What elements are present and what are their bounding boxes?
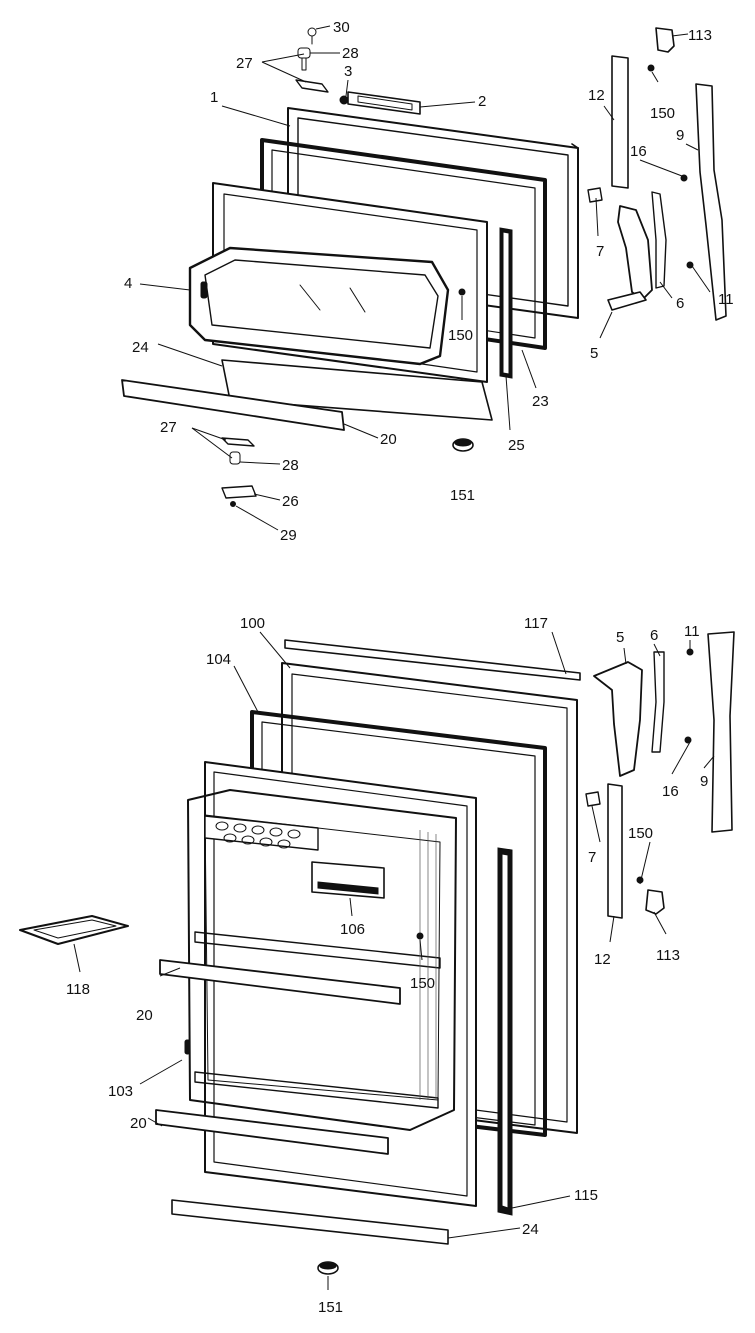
callouts-upper: 30 28 27 3 113 1 2 12 150 16 9 7 4 150 1… [124,19,734,544]
callout-label: 150 [448,327,473,344]
callout-label: 6 [650,627,658,644]
callout-label: 150 [628,825,653,842]
clip-lower [585,791,601,807]
handle-clip [587,187,603,203]
removable-tray [19,915,129,945]
callout-label: 16 [662,783,679,800]
handle-assembly [607,191,667,311]
hinge-pin-top [297,47,311,71]
callout-label: 26 [282,493,299,510]
door-foot [452,438,474,452]
callout-label: 4 [124,275,132,292]
callout-label: 12 [588,87,605,104]
callout-label: 2 [478,93,486,110]
callout-label: 16 [630,143,647,160]
handle-side-lower [651,651,665,753]
callout-label: 115 [574,1187,598,1204]
callout-label: 11 [684,623,700,640]
callout-label: 9 [700,773,708,790]
callout-label: 151 [318,1299,343,1316]
callout-label: 106 [340,921,365,938]
callout-label: 117 [524,615,548,632]
door-hinge-strip-right [611,55,629,189]
stop-pin [339,95,349,105]
callout-label: 27 [160,419,177,436]
callout-label: 24 [132,339,149,356]
callout-label: 25 [508,437,525,454]
top-handle-bracket [347,91,421,115]
leader-lines [73,25,715,1290]
side-trim-strip-lower [707,631,735,833]
callout-label: 118 [66,981,90,998]
shelf-bar [121,379,345,431]
callout-label: 11 [718,291,734,308]
hinge-cap-lower [645,889,665,915]
callout-label: 3 [344,63,352,80]
small-screws-lower [636,648,694,884]
callout-label: 20 [136,1007,153,1024]
callout-label: 5 [590,345,598,362]
top-trim-strip [284,639,581,681]
door-shelf-bin [188,246,450,366]
handle-top-lower [593,661,643,777]
callout-label: 23 [532,393,549,410]
door-foot-lower [317,1261,339,1275]
callout-label: 28 [282,457,299,474]
callout-label: 7 [588,849,596,866]
callout-label: 24 [522,1221,539,1238]
shelf-bar-upper [159,959,401,1005]
shelf-bar-lower [155,1109,389,1155]
bottom-strip-lower [171,1199,449,1245]
callout-label: 113 [656,947,680,964]
callout-label: 27 [236,55,253,72]
bottom-strip [221,359,493,421]
callout-label: 20 [380,431,397,448]
callout-label: 113 [688,27,712,44]
callout-label: 5 [616,629,624,646]
callout-label: 150 [650,105,675,122]
lower-door-assembly [19,631,735,1275]
callout-label: 1 [210,89,218,106]
callout-label: 7 [596,243,604,260]
upper-door-assembly [121,27,727,507]
side-trim-strip [695,83,727,321]
small-screws-right [458,64,694,296]
callout-label: 12 [594,951,611,968]
callout-label: 28 [342,45,359,62]
callout-label: 100 [240,615,265,632]
callout-label: 151 [450,487,475,504]
hinge-cap [655,27,675,53]
callout-label: 29 [280,527,297,544]
callout-label: 30 [333,19,350,36]
bottom-hinge-parts [221,437,257,507]
callout-label: 20 [130,1115,147,1132]
breaker-strip-lower [497,847,513,1216]
callout-label: 9 [676,127,684,144]
callouts-lower: 117 100 104 5 6 11 16 9 7 150 106 113 12… [66,615,708,1316]
callout-label: 6 [676,295,684,312]
callout-label: 150 [410,975,435,992]
hinge-plate-top [295,79,329,93]
screw-top [307,27,317,45]
callout-label: 104 [206,651,231,668]
callout-label: 103 [108,1083,133,1100]
hinge-strip-lower [607,783,623,919]
